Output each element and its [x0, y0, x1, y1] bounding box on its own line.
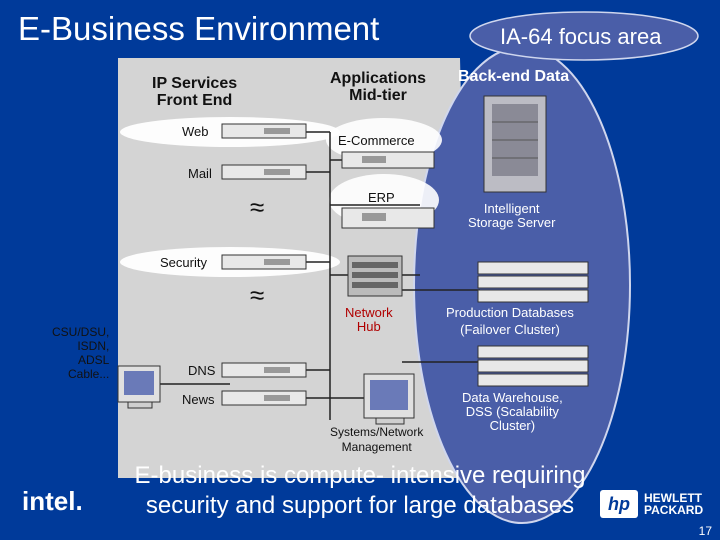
network-hub-label: Network Hub	[345, 306, 393, 334]
dns-label: DNS	[188, 363, 215, 378]
ip-services-line1: IP Services	[152, 75, 237, 92]
security-label: Security	[160, 255, 207, 270]
csu-line3: ADSL	[52, 353, 109, 367]
data-warehouse-cluster	[478, 346, 588, 386]
network-hub-device	[348, 256, 402, 296]
systems-management-label: Systems/Network Management	[330, 425, 423, 455]
proddb-line1: Production Databases	[446, 304, 574, 321]
sysmgmt-line1: Systems/Network	[330, 425, 423, 440]
storage-line2: Storage Server	[468, 216, 555, 230]
focus-area-label: IA-64 focus area	[500, 24, 661, 50]
proddb-line2: (Failover Cluster)	[446, 321, 574, 338]
hp-wordmark: HEWLETT PACKARD	[644, 492, 703, 516]
management-monitor-icon	[364, 374, 414, 424]
storage-server-label: Intelligent Storage Server	[468, 202, 555, 230]
network-hub-line2: Hub	[345, 320, 393, 334]
slide-title: E-Business Environment	[18, 10, 379, 48]
production-db-cluster	[478, 262, 588, 302]
ip-services-line2: Front End	[152, 92, 237, 109]
client-monitor-icon	[118, 366, 160, 408]
csu-line1: CSU/DSU,	[52, 325, 109, 339]
hp-line2: PACKARD	[644, 504, 703, 516]
dw-line2: DSS (Scalability	[462, 405, 563, 419]
dw-line1: Data Warehouse,	[462, 391, 563, 405]
dw-line3: Cluster)	[462, 419, 563, 433]
footer-line1: E-business is compute- intensive requiri…	[0, 462, 720, 490]
ecommerce-server	[342, 152, 434, 168]
backend-header: Back-end Data	[458, 68, 569, 85]
data-warehouse-label: Data Warehouse, DSS (Scalability Cluster…	[462, 391, 563, 433]
intel-logo: intel.	[22, 486, 83, 517]
tilde-symbol: ≈	[250, 280, 264, 311]
mail-label: Mail	[188, 166, 212, 181]
ip-services-header: IP Services Front End	[152, 75, 237, 109]
tilde-symbol: ≈	[250, 192, 264, 223]
network-hub-line1: Network	[345, 306, 393, 320]
connection-types-label: CSU/DSU, ISDN, ADSL Cable...	[52, 325, 109, 381]
news-server	[222, 391, 306, 405]
apps-line2: Mid-tier	[330, 87, 426, 104]
production-db-label: Production Databases (Failover Cluster)	[446, 304, 574, 338]
web-label: Web	[182, 124, 209, 139]
dns-server	[222, 363, 306, 377]
news-label: News	[182, 392, 215, 407]
erp-server	[342, 208, 434, 228]
security-server	[222, 255, 306, 269]
hp-logo-icon: hp	[600, 490, 638, 518]
ecommerce-label: E-Commerce	[338, 133, 415, 148]
apps-header: Applications Mid-tier	[330, 70, 426, 104]
page-number: 17	[699, 524, 712, 538]
storage-line1: Intelligent	[468, 202, 555, 216]
csu-line2: ISDN,	[52, 339, 109, 353]
mail-server	[222, 165, 306, 179]
apps-line1: Applications	[330, 70, 426, 87]
web-server	[222, 124, 306, 138]
erp-label: ERP	[368, 190, 395, 205]
sysmgmt-line2: Management	[330, 440, 423, 455]
storage-server-device	[484, 96, 546, 192]
csu-line4: Cable...	[52, 367, 109, 381]
